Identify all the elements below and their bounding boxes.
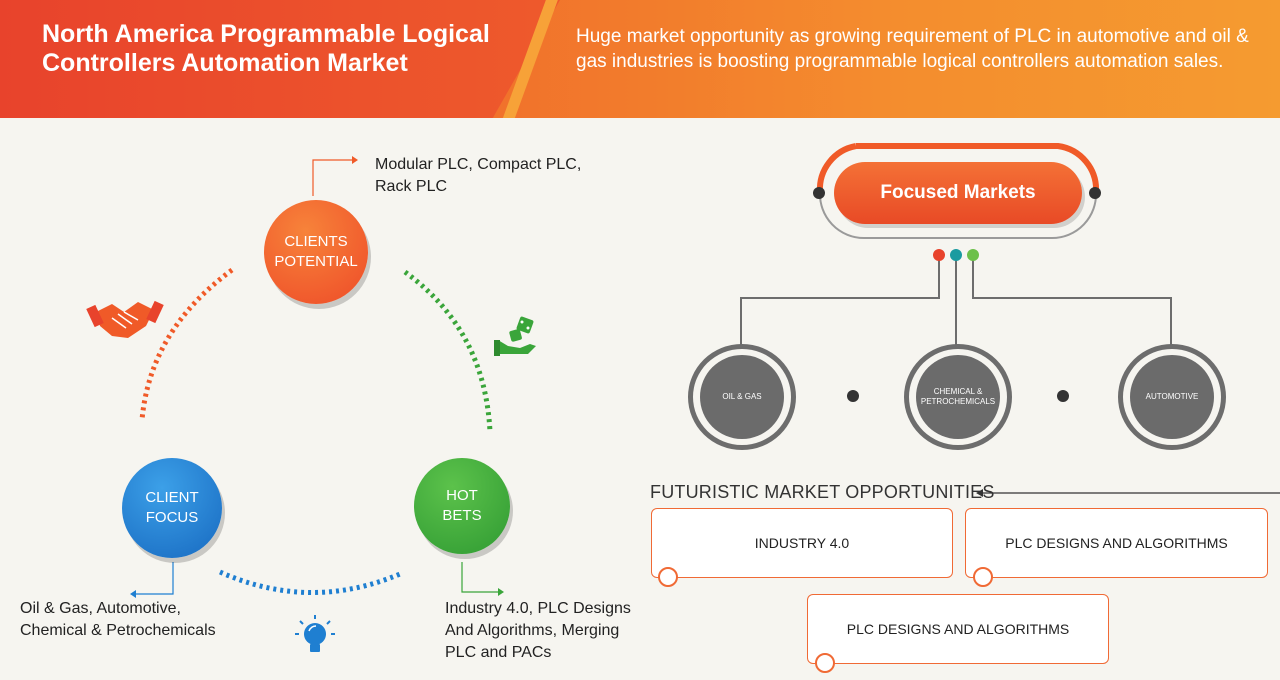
green-dotted-arc xyxy=(403,269,493,433)
hot-bets-arrow xyxy=(461,562,498,593)
pill-left-dot xyxy=(813,187,825,199)
opportunities-heading: FUTURISTIC MARKET OPPORTUNITIES xyxy=(650,482,995,502)
page-title: North America Programmable Logical Contr… xyxy=(42,20,490,77)
opportunity-label-plc-1: PLC DESIGNS AND ALGORITHMS xyxy=(1005,535,1228,551)
clients-potential-label-line2: POTENTIAL xyxy=(274,253,358,270)
chemical-circle: CHEMICAL & PETROCHEMICALS xyxy=(916,355,1000,439)
opportunity-knob-2 xyxy=(973,567,993,587)
connector-dot-red xyxy=(933,249,945,261)
hot-bets-label-line2: BETS xyxy=(442,507,482,524)
chemical-label-line1: CHEMICAL & xyxy=(933,387,983,396)
oil-gas-ring xyxy=(688,344,796,450)
connector-dot-teal xyxy=(950,249,962,261)
clients-potential-arrow xyxy=(312,159,352,196)
hot-bets-detail-line3: PLC and PACs xyxy=(445,644,552,661)
client-focus-label-line2: FOCUS xyxy=(145,509,199,526)
hot-bets-detail: Industry 4.0, PLC Designs And Algorithms… xyxy=(445,598,631,664)
hot-bets-circle: HOT BETS xyxy=(414,458,510,554)
opportunity-knob-3 xyxy=(815,653,835,673)
client-focus-detail: Oil & Gas, Automotive, Chemical & Petroc… xyxy=(20,598,216,642)
pill-right-dot xyxy=(1089,187,1101,199)
hot-bets-detail-line1: Industry 4.0, PLC Designs xyxy=(445,600,631,617)
client-focus-detail-line2: Chemical & Petrochemicals xyxy=(20,622,216,639)
clients-potential-detail-line2: Rack PLC xyxy=(375,178,448,195)
clients-potential-detail-line1: Modular PLC, Compact PLC, xyxy=(375,156,582,173)
opportunity-box-plc-designs-1: PLC DESIGNS AND ALGORITHMS xyxy=(965,508,1268,578)
opportunity-box-industry: INDUSTRY 4.0 xyxy=(651,508,953,578)
opportunity-label-plc-2: PLC DESIGNS AND ALGORITHMS xyxy=(846,621,1070,637)
opportunity-box-plc-designs-2: PLC DESIGNS AND ALGORITHMS xyxy=(807,594,1109,664)
separator-dot-1 xyxy=(847,390,859,402)
focused-markets-pill: Focused Markets xyxy=(834,162,1082,224)
header-banner: North America Programmable Logical Contr… xyxy=(0,0,1280,118)
client-focus-detail-line1: Oil & Gas, Automotive, xyxy=(20,600,181,617)
clients-potential-circle: CLIENTS POTENTIAL xyxy=(264,200,368,304)
blue-dotted-arc xyxy=(218,569,401,595)
chemical-ring xyxy=(904,344,1012,450)
focused-markets-title: Focused Markets xyxy=(880,182,1036,203)
clients-potential-label-line1: CLIENTS xyxy=(284,233,348,250)
automotive-ring xyxy=(1118,344,1226,450)
automotive-label: AUTOMOTIVE xyxy=(1145,392,1199,401)
opportunity-label-industry: INDUSTRY 4.0 xyxy=(754,535,850,551)
separator-dot-2 xyxy=(1057,390,1069,402)
connector-dot-green xyxy=(967,249,979,261)
oil-gas-circle: OIL & GAS xyxy=(700,355,784,439)
client-focus-label-line1: CLIENT xyxy=(145,489,199,506)
opportunity-knob-1 xyxy=(658,567,678,587)
client-focus-circle: CLIENT FOCUS xyxy=(122,458,222,558)
chemical-label-line2: PETROCHEMICALS xyxy=(920,397,996,406)
client-focus-arrow xyxy=(136,562,174,595)
automotive-circle: AUTOMOTIVE xyxy=(1130,355,1214,439)
header-title-panel xyxy=(0,0,560,118)
page-subtitle: Huge market opportunity as growing requi… xyxy=(576,26,1249,72)
hot-bets-label-line1: HOT xyxy=(446,487,478,504)
orange-dotted-arc xyxy=(139,267,234,421)
clients-potential-detail: Modular PLC, Compact PLC, Rack PLC xyxy=(375,154,581,198)
oil-gas-label: OIL & GAS xyxy=(722,392,762,401)
hot-bets-detail-line2: And Algorithms, Merging xyxy=(445,622,620,639)
